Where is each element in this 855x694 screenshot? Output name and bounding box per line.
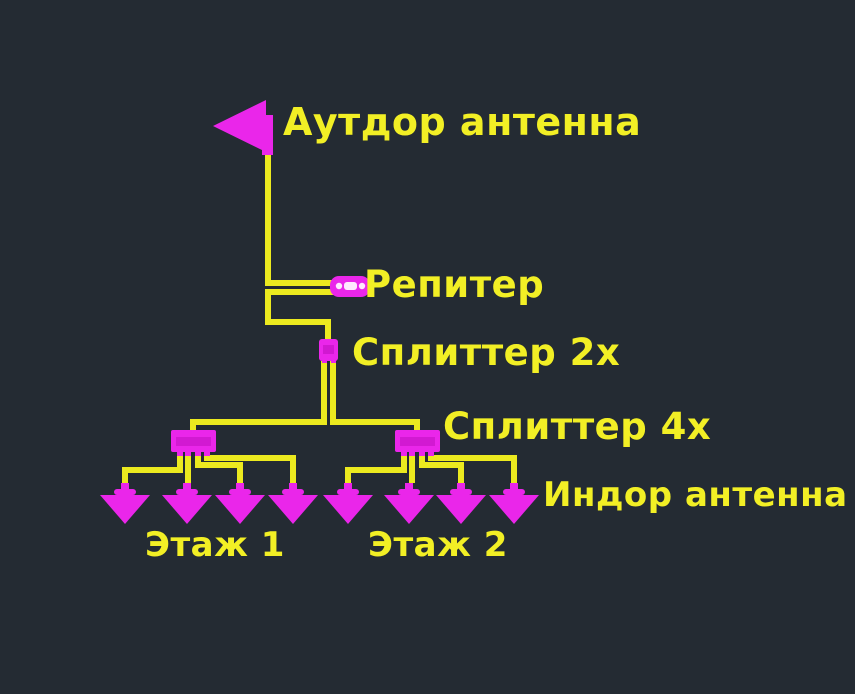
label-floor-2: Этаж 2 <box>368 525 508 565</box>
splitter-2x-pin-left <box>322 358 327 363</box>
cable-outdoor-to-repeater <box>265 150 334 286</box>
splitter-4x-right-pin-1 <box>401 450 407 456</box>
repeater[interactable] <box>330 276 370 297</box>
cable-splitter2x-right-branch <box>330 361 420 430</box>
indoor-antenna-collar <box>503 489 525 495</box>
triangle-down-antenna-icon <box>162 495 212 524</box>
splitter-4x-right-pin-2 <box>409 450 415 456</box>
splitter-4x-right-pin-3 <box>419 450 425 456</box>
splitter-4x-left-pin-1 <box>177 450 183 456</box>
splitter-4x-left-pin-2 <box>185 450 191 456</box>
triangle-left-antenna-icon <box>213 100 266 152</box>
splitter-2x-faceplate <box>323 345 334 354</box>
splitter-4x-left[interactable] <box>171 430 216 456</box>
indoor-antenna-7[interactable] <box>436 483 486 524</box>
splitter-4x-right-faceplate <box>400 437 435 446</box>
indoor-antenna-3[interactable] <box>215 483 265 524</box>
repeater-led-3 <box>358 282 366 290</box>
indoor-antenna-2[interactable] <box>162 483 212 524</box>
indoor-antenna-collar <box>176 489 198 495</box>
indoor-antenna-collar <box>282 489 304 495</box>
indoor-antenna-collar <box>398 489 420 495</box>
indoor-antenna-collar <box>450 489 472 495</box>
label-floor-1: Этаж 1 <box>145 525 285 565</box>
splitter-4x-left-pin-4 <box>204 450 210 456</box>
splitter-2x[interactable] <box>319 339 338 363</box>
indoor-antenna-1[interactable] <box>100 483 150 524</box>
indoor-antenna-group <box>100 483 539 524</box>
cable-left-drop-1 <box>122 452 183 483</box>
triangle-down-antenna-icon <box>268 495 318 524</box>
cable-repeater-to-splitter2x <box>265 289 334 340</box>
outdoor-antenna[interactable] <box>213 100 273 155</box>
label-repeater: Репитер <box>364 263 545 306</box>
triangle-down-antenna-icon <box>215 495 265 524</box>
cable-right-drop-3 <box>419 452 464 483</box>
triangle-down-antenna-icon <box>100 495 150 524</box>
repeater-led-1 <box>335 282 343 290</box>
cable-right-drop-1 <box>345 452 407 483</box>
outdoor-antenna-mast <box>262 115 273 155</box>
splitter-4x-right[interactable] <box>395 430 440 456</box>
triangle-down-antenna-icon <box>323 495 373 524</box>
cable-splitter2x-left-branch <box>190 361 327 430</box>
label-outdoor-antenna: Аутдор антенна <box>283 100 642 144</box>
repeater-led-2 <box>344 282 357 290</box>
indoor-antenna-collar <box>229 489 251 495</box>
cable-left-drop-3 <box>195 452 243 483</box>
splitter-4x-right-pin-4 <box>428 450 434 456</box>
indoor-antenna-6[interactable] <box>384 483 434 524</box>
splitter-2x-pin-right <box>331 358 336 363</box>
indoor-antenna-collar <box>114 489 136 495</box>
splitter-4x-left-pin-3 <box>195 450 201 456</box>
label-splitter-2x: Сплиттер 2х <box>352 331 621 374</box>
label-indoor-antenna: Индор антенна <box>543 475 848 515</box>
triangle-down-antenna-icon <box>489 495 539 524</box>
triangle-down-antenna-icon <box>384 495 434 524</box>
indoor-antenna-4[interactable] <box>268 483 318 524</box>
indoor-antenna-5[interactable] <box>323 483 373 524</box>
indoor-antenna-collar <box>337 489 359 495</box>
triangle-down-antenna-icon <box>436 495 486 524</box>
splitter-4x-left-faceplate <box>176 437 211 446</box>
label-splitter-4x: Сплиттер 4х <box>443 405 712 448</box>
indoor-antenna-8[interactable] <box>489 483 539 524</box>
